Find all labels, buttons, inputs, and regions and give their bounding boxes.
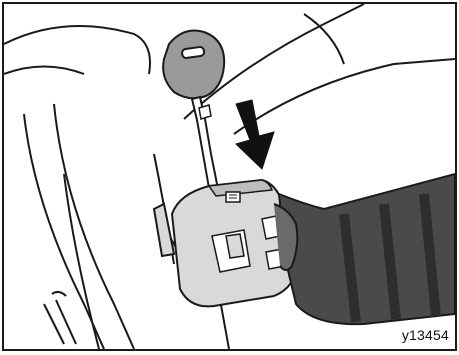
figure-frame: y13454 [2,2,457,351]
seatbelt-key-illustration [4,4,455,349]
buckle-icon [154,180,296,306]
down-arrow-icon [236,100,274,169]
seatbelt-strap [274,174,455,324]
figure-code-label: y13454 [402,327,449,343]
